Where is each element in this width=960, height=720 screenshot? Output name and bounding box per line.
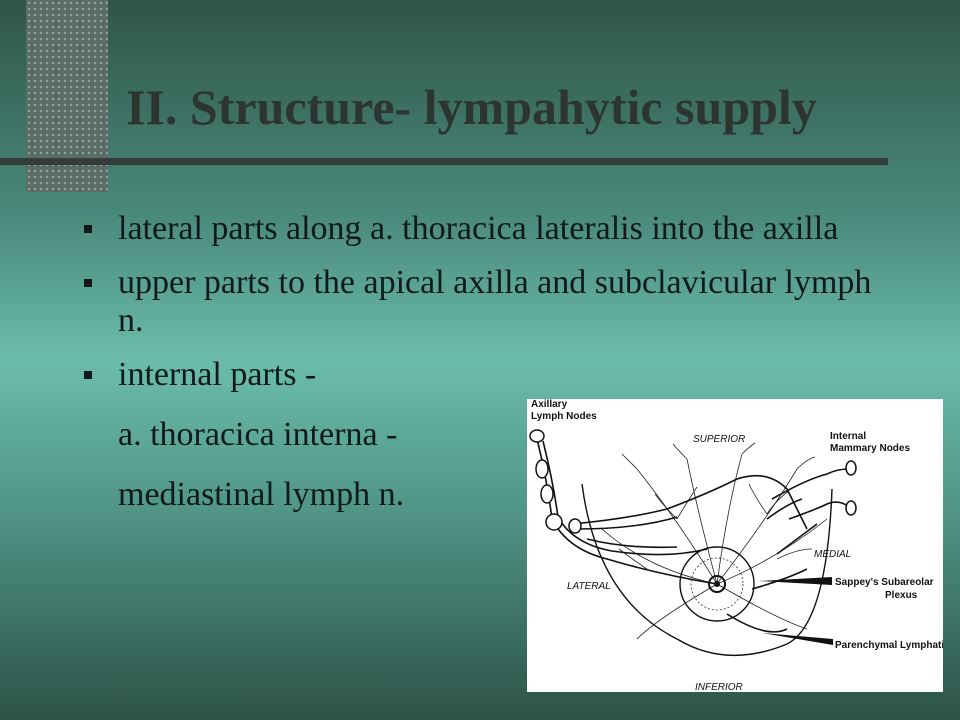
lymph-vessel-network bbox=[601, 442, 828, 640]
title-underline-rule bbox=[0, 158, 888, 165]
slide-title: II. Structure- lympahytic supply bbox=[126, 79, 817, 135]
areola-outline bbox=[679, 546, 755, 622]
bullet-item-internal: internal parts - bbox=[80, 356, 880, 394]
bullet-list: lateral parts along a. thoracica lateral… bbox=[80, 210, 880, 536]
square-bullet-icon bbox=[84, 225, 92, 233]
bullet-item-upper: upper parts to the apical axilla and sub… bbox=[80, 264, 880, 340]
continuation-line: mediastinal lymph n. bbox=[118, 476, 405, 513]
inferior-label: INFERIOR bbox=[695, 682, 743, 692]
internal-mammary-nodes bbox=[845, 460, 857, 516]
axillary-nodes bbox=[529, 429, 582, 534]
internal-mammary-vessels bbox=[766, 468, 850, 555]
sappey-label-2: Plexus bbox=[885, 590, 918, 601]
superior-label: SUPERIOR bbox=[693, 434, 745, 445]
bullet-item-lateral: lateral parts along a. thoracica lateral… bbox=[80, 210, 880, 248]
square-bullet-icon bbox=[84, 371, 92, 379]
internal-mammary-label-1: Internal bbox=[830, 431, 866, 442]
bullet-text: internal parts - bbox=[118, 356, 317, 393]
medial-label: MEDIAL bbox=[814, 549, 851, 560]
axillary-label-1: Axillary bbox=[531, 399, 568, 410]
internal-mammary-label-2: Mammary Nodes bbox=[830, 443, 910, 454]
parenchymal-label: Parenchymal Lymphatics bbox=[835, 640, 943, 651]
sappey-pointer bbox=[759, 577, 832, 585]
axillary-label-2: Lymph Nodes bbox=[531, 411, 597, 422]
subareolar-plexus bbox=[690, 557, 744, 611]
sappey-label-1: Sappey's Subareolar bbox=[835, 577, 934, 588]
continuation-line: a. thoracica interna - bbox=[118, 416, 398, 453]
bullet-text: lateral parts along a. thoracica lateral… bbox=[118, 210, 839, 247]
breast-lymphatics-figure: Axillary Lymph Nodes SUPERIOR Internal M… bbox=[527, 399, 943, 692]
lymphatics-diagram: Axillary Lymph Nodes SUPERIOR Internal M… bbox=[529, 399, 943, 692]
parenchymal-pointer bbox=[762, 633, 833, 645]
nipple-icon bbox=[708, 575, 726, 593]
breast-outline bbox=[581, 483, 833, 657]
square-bullet-icon bbox=[84, 279, 92, 287]
bullet-text: upper parts to the apical axilla and sub… bbox=[118, 264, 872, 339]
lymph-trunks bbox=[536, 438, 808, 633]
lateral-label: LATERAL bbox=[567, 581, 611, 592]
